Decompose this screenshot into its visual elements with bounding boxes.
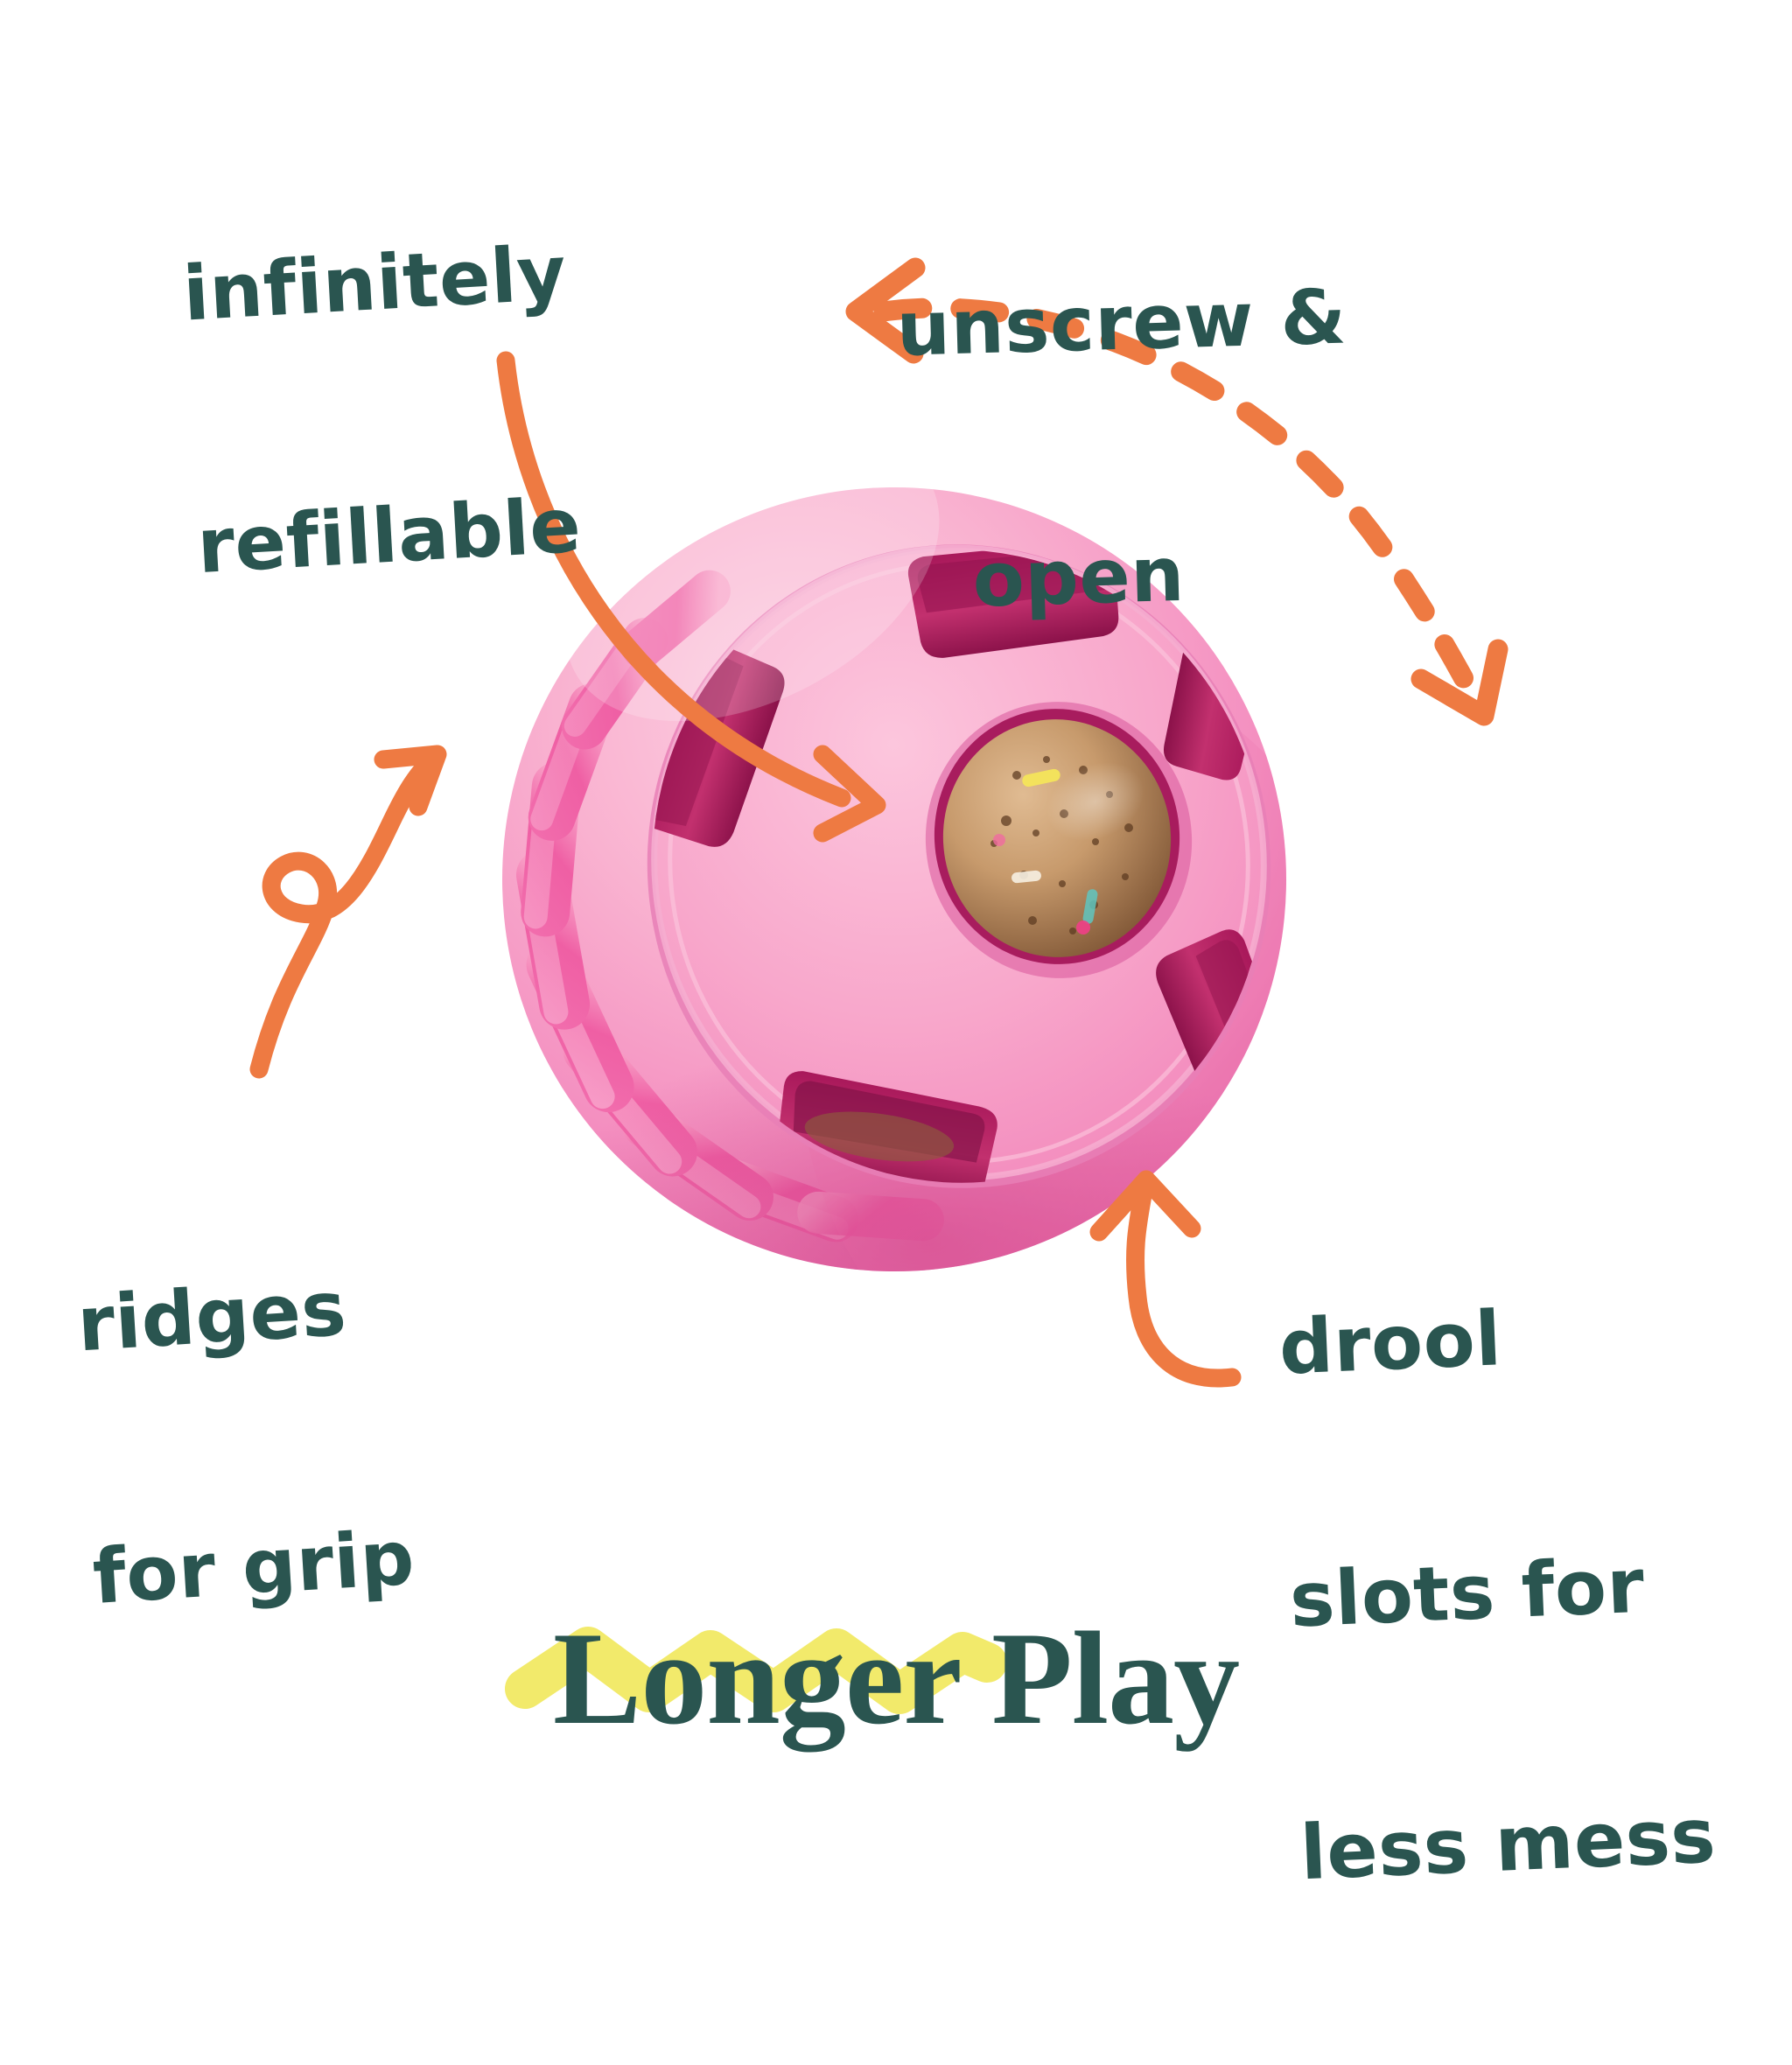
annotation-line: drool <box>1277 1294 1504 1392</box>
annotation-line: refillable <box>194 481 584 591</box>
annotation-unscrew-and-open: unscrew & open <box>891 109 1348 793</box>
page-title: Longer Play <box>552 1604 1240 1752</box>
center-treat-window <box>925 702 1193 978</box>
annotation-line: unscrew & <box>895 273 1348 374</box>
annotation-arrows <box>249 257 1508 1388</box>
title-block: Longer Play <box>0 1522 1792 1834</box>
annotation-infinitely-refillable: infinitely refillable <box>172 62 592 757</box>
arrow-unscrew-rotation <box>845 257 1508 726</box>
arrow-refillable <box>496 351 886 843</box>
annotation-line: infinitely <box>180 228 569 339</box>
arrow-ridges <box>249 745 447 1079</box>
annotation-line: open <box>971 530 1186 625</box>
infographic-canvas: infinitely refillable unscrew & open rid… <box>74 62 1718 1897</box>
treat-ball <box>942 719 1172 957</box>
annotation-line: ridges <box>74 1264 349 1369</box>
arrow-drool-slots <box>1089 1170 1242 1388</box>
product-illustration <box>502 487 1300 1271</box>
